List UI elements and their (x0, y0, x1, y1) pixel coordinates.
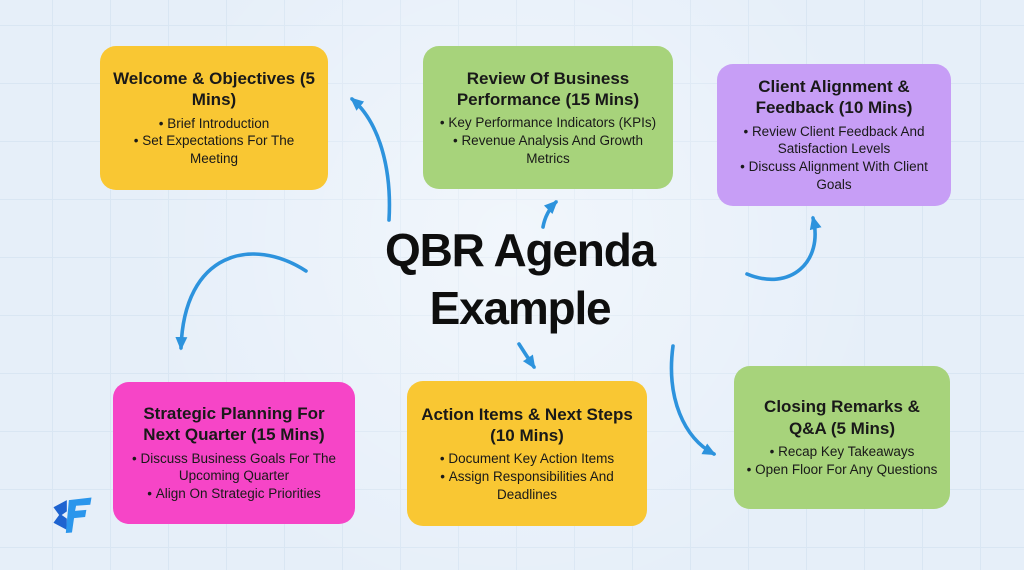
node-bullet: Open Floor For Any Questions (746, 461, 938, 479)
page-title-line1: QBR Agenda (385, 224, 656, 276)
arrow-title-to-closing (669, 344, 717, 456)
node-title: Closing Remarks & Q&A (5 Mins) (764, 397, 920, 438)
arrow-title-to-strategic (175, 252, 308, 351)
page-title-line2: Example (429, 281, 612, 334)
arrow-title-to-action (517, 342, 536, 370)
arrow-title-to-welcome (350, 97, 392, 222)
node-bullet: Align On Strategic Priorities (125, 485, 343, 503)
node-strategic-planning[interactable]: Strategic Planning For Next Quarter (15 … (113, 382, 355, 524)
node-title: Action Items & Next Steps (10 Mins) (421, 404, 633, 445)
node-review-business-performance[interactable]: Review Of Business Performance (15 Mins)… (423, 46, 673, 189)
node-bullet: Key Performance Indicators (KPIs) (435, 114, 661, 132)
node-bullet-list: Key Performance Indicators (KPIs) Revenu… (435, 114, 661, 167)
node-title: Client Alignment & Feedback (10 Mins) (755, 77, 913, 118)
node-bullet: Assign Responsibilities And Deadlines (419, 468, 635, 504)
node-action-items-next-steps[interactable]: Action Items & Next Steps (10 Mins) Docu… (407, 381, 647, 526)
node-bullet: Discuss Alignment With Client Goals (729, 158, 939, 194)
node-title: Strategic Planning For Next Quarter (15 … (143, 404, 325, 445)
node-bullet: Document Key Action Items (419, 450, 635, 468)
node-closing-remarks-qa[interactable]: Closing Remarks & Q&A (5 Mins) Recap Key… (734, 366, 950, 509)
node-bullet: Discuss Business Goals For The Upcoming … (125, 450, 343, 486)
node-welcome-objectives[interactable]: Welcome & Objectives (5 Mins) Brief Intr… (100, 46, 328, 190)
brand-logo-icon (53, 497, 92, 533)
node-bullet: Set Expectations For The Meeting (112, 132, 316, 168)
node-bullet: Brief Introduction (112, 115, 316, 133)
node-bullet: Revenue Analysis And Growth Metrics (435, 132, 661, 168)
arrow-title-to-client (745, 215, 822, 281)
node-bullet-list: Recap Key Takeaways Open Floor For Any Q… (746, 443, 938, 479)
node-client-alignment-feedback[interactable]: Client Alignment & Feedback (10 Mins) Re… (717, 64, 951, 206)
node-bullet-list: Discuss Business Goals For The Upcoming … (125, 450, 343, 503)
node-bullet: Recap Key Takeaways (746, 443, 938, 461)
node-bullet: Review Client Feedback And Satisfaction … (729, 123, 939, 159)
node-bullet-list: Document Key Action Items Assign Respons… (419, 450, 635, 503)
node-title: Review Of Business Performance (15 Mins) (456, 68, 640, 109)
node-bullet-list: Review Client Feedback And Satisfaction … (729, 123, 939, 194)
node-title: Welcome & Objectives (5 Mins) (113, 69, 315, 110)
node-bullet-list: Brief Introduction Set Expectations For … (112, 115, 316, 168)
